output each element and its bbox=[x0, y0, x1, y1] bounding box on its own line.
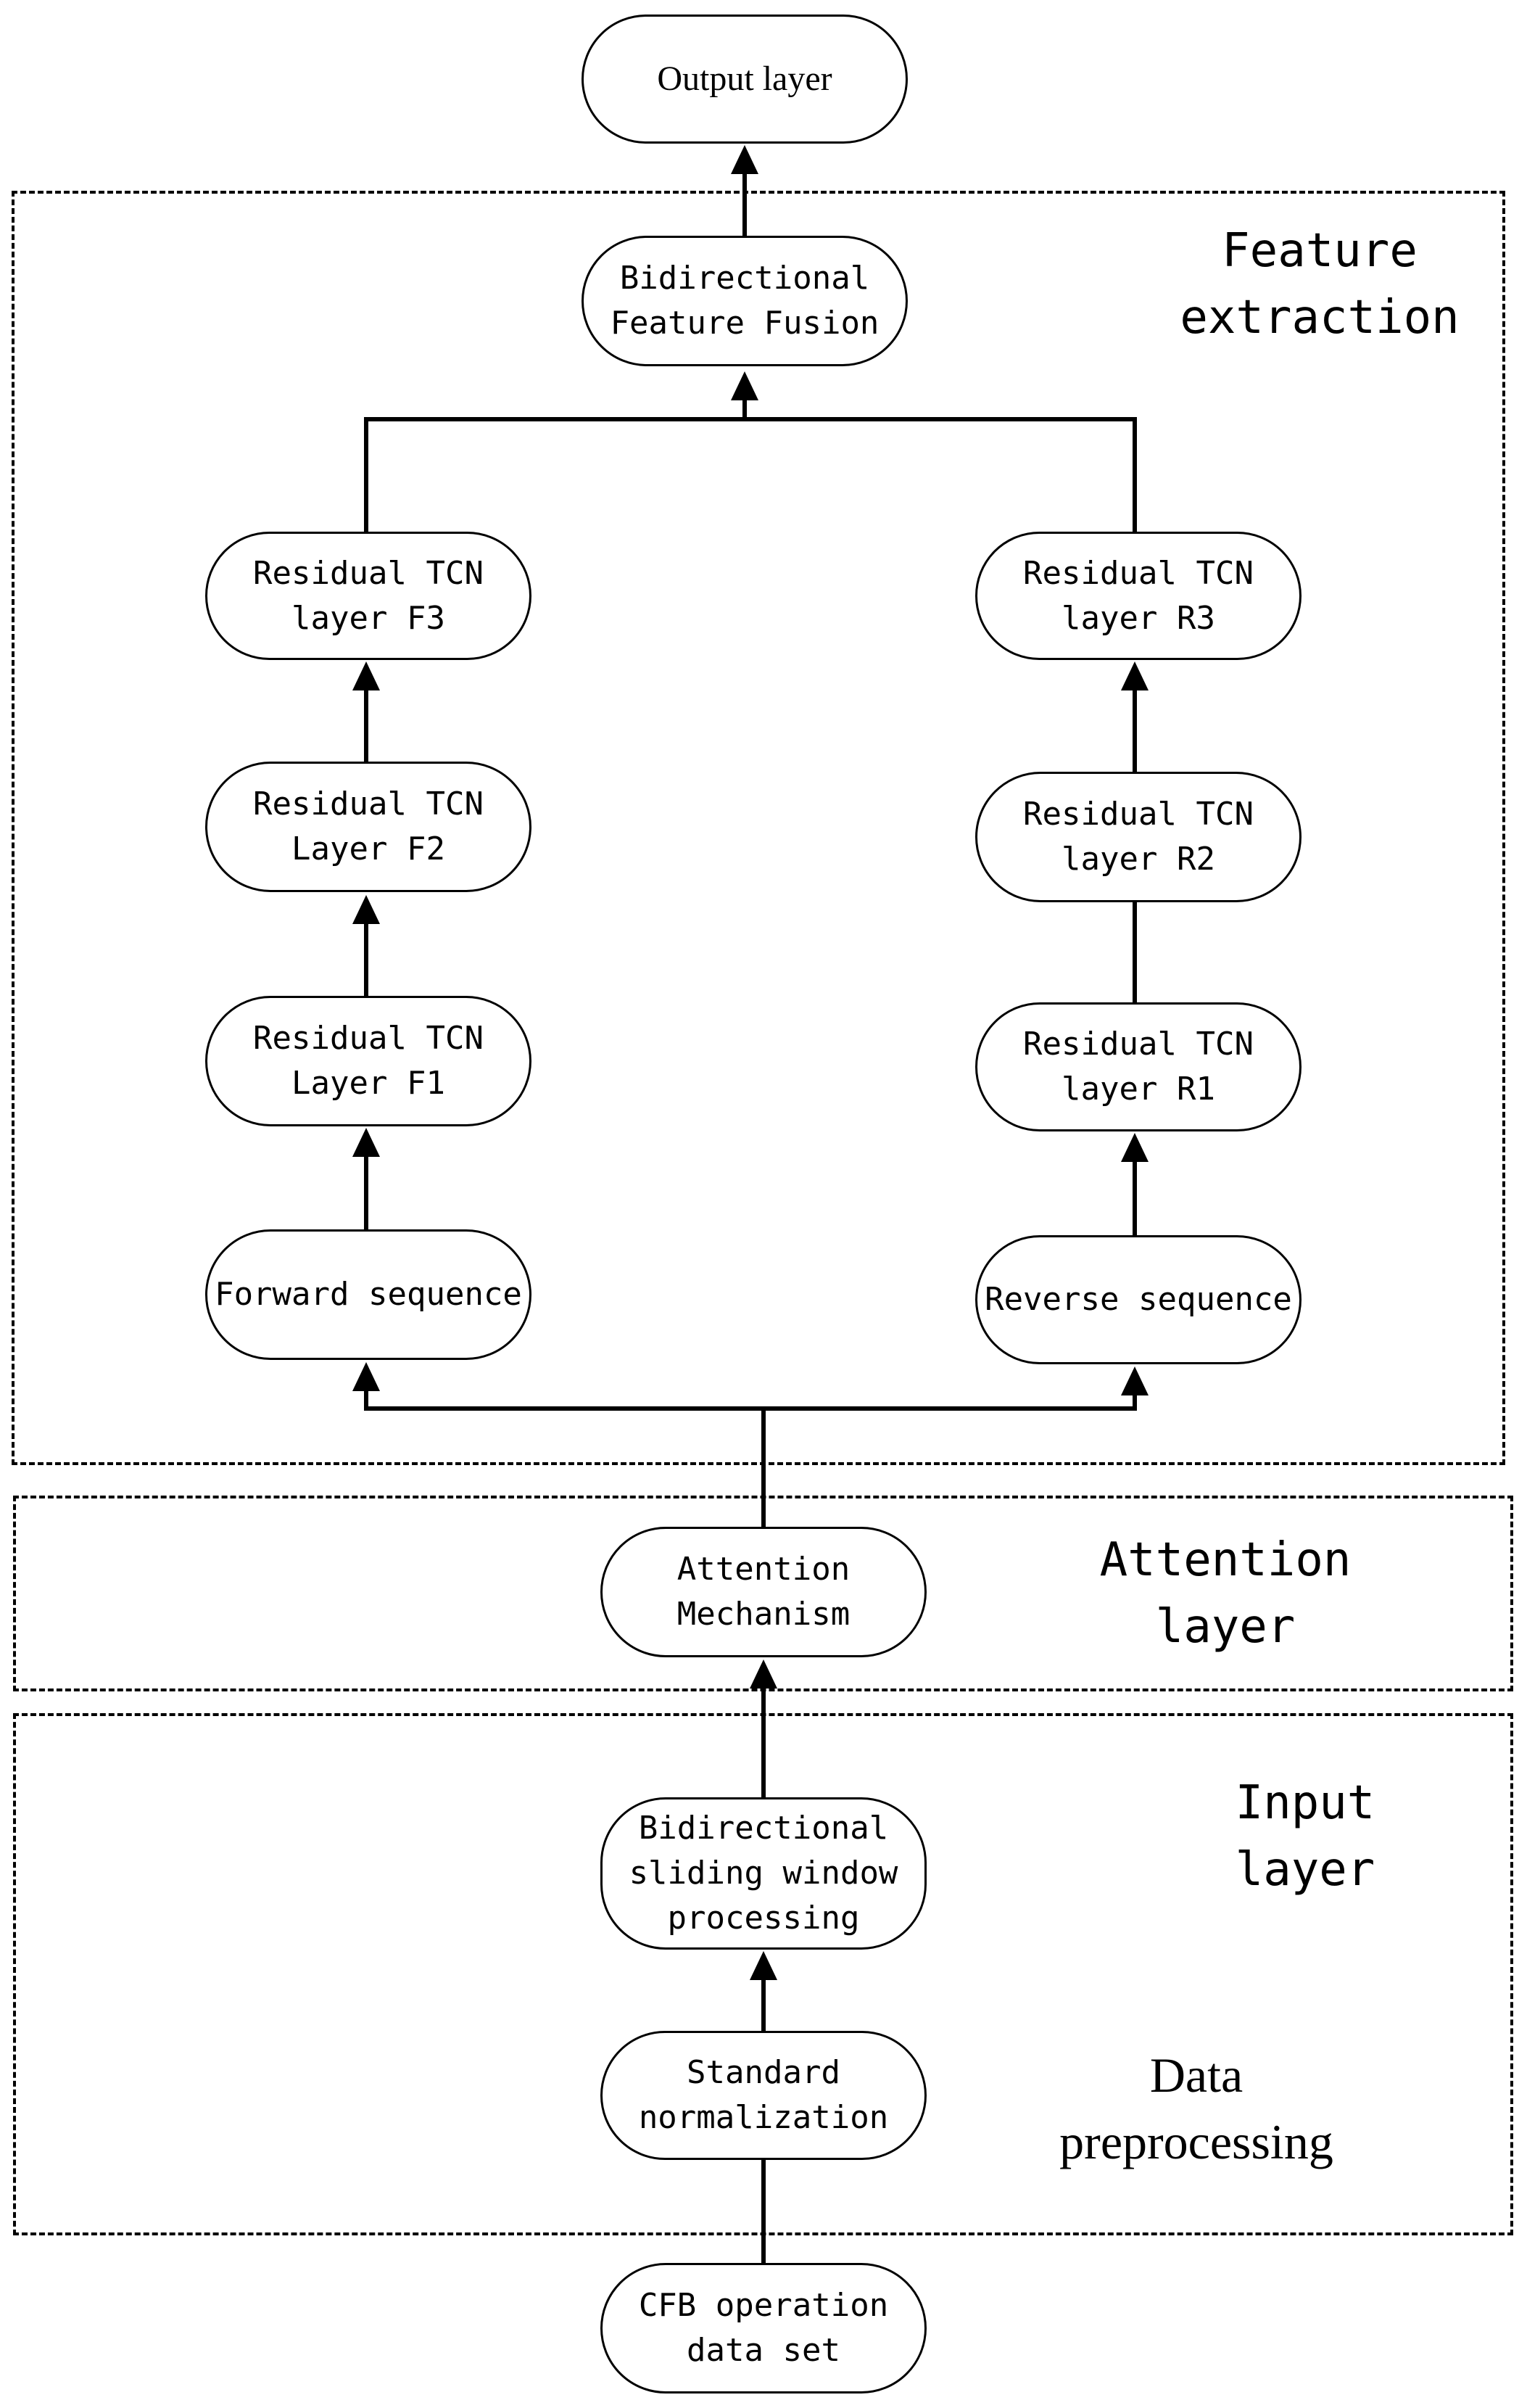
arrowhead-attention bbox=[750, 1659, 777, 1689]
input-preprocessing-region bbox=[13, 1713, 1513, 2235]
dataset-text: CFB operation data set bbox=[638, 2287, 889, 2369]
attention-text: Attention Mechanism bbox=[676, 1551, 851, 1633]
residual-tcn-r2-node: Residual TCN layer R2 bbox=[975, 772, 1302, 902]
line-f3-to-merge bbox=[364, 417, 745, 532]
feature-extraction-label: Feature extraction bbox=[1180, 224, 1460, 345]
reverse-text: Reverse sequence bbox=[985, 1281, 1292, 1318]
arrowhead-sliding bbox=[750, 1951, 777, 1980]
r3-text: Residual TCN layer R3 bbox=[1023, 554, 1254, 637]
arrowhead-f3 bbox=[352, 661, 380, 690]
arrowhead-f2 bbox=[352, 895, 380, 924]
residual-tcn-f2-node: Residual TCN Layer F2 bbox=[205, 762, 531, 892]
f2-text: Residual TCN Layer F2 bbox=[253, 786, 484, 867]
forward-sequence-node: Forward sequence bbox=[205, 1229, 531, 1360]
arrowhead-r1 bbox=[1121, 1133, 1149, 1162]
bidirectional-sliding-window-node: Bidirectional sliding window processing bbox=[600, 1797, 927, 1950]
attention-layer-label: Attention layer bbox=[1099, 1533, 1352, 1654]
residual-tcn-r3-node: Residual TCN layer R3 bbox=[975, 532, 1302, 660]
sliding-text: Bidirectional sliding window processing bbox=[629, 1810, 898, 1937]
arrowhead-reverse bbox=[1121, 1366, 1149, 1395]
r2-text: Residual TCN layer R2 bbox=[1023, 796, 1254, 878]
r1-text: Residual TCN layer R1 bbox=[1023, 1026, 1254, 1108]
f1-text: Residual TCN Layer F1 bbox=[253, 1020, 484, 1102]
arrowhead-r3 bbox=[1121, 661, 1149, 690]
residual-tcn-r1-node: Residual TCN layer R1 bbox=[975, 1002, 1302, 1131]
bidirectional-feature-fusion-node: Bidirectional Feature Fusion bbox=[582, 236, 908, 366]
output-layer-node: Output layer bbox=[582, 15, 908, 144]
standard-normalization-node: Standard normalization bbox=[600, 2031, 927, 2160]
f3-text: Residual TCN layer F3 bbox=[253, 554, 484, 637]
arrowhead-f1 bbox=[352, 1128, 380, 1157]
fusion-text: Bidirectional Feature Fusion bbox=[610, 260, 880, 342]
output-layer-text: Output layer bbox=[657, 59, 832, 98]
arrowhead-forward bbox=[352, 1362, 380, 1391]
feature-extraction-region bbox=[12, 191, 1505, 1465]
arrowhead-output bbox=[731, 145, 758, 174]
attention-layer-region bbox=[13, 1496, 1513, 1691]
line-r3-to-merge bbox=[745, 417, 1137, 532]
attention-mechanism-node: Attention Mechanism bbox=[600, 1527, 927, 1657]
forward-text: Forward sequence bbox=[215, 1276, 522, 1313]
reverse-sequence-node: Reverse sequence bbox=[975, 1235, 1302, 1364]
data-preprocessing-label: Data preprocessing bbox=[1059, 2048, 1333, 2169]
residual-tcn-f3-node: Residual TCN layer F3 bbox=[205, 532, 531, 660]
residual-tcn-f1-node: Residual TCN Layer F1 bbox=[205, 996, 531, 1126]
normalization-text: Standard normalization bbox=[638, 2054, 889, 2136]
cfb-operation-dataset-node: CFB operation data set bbox=[600, 2263, 927, 2393]
arrowhead-fusion bbox=[731, 371, 758, 400]
input-layer-label: Input layer bbox=[1235, 1776, 1375, 1897]
